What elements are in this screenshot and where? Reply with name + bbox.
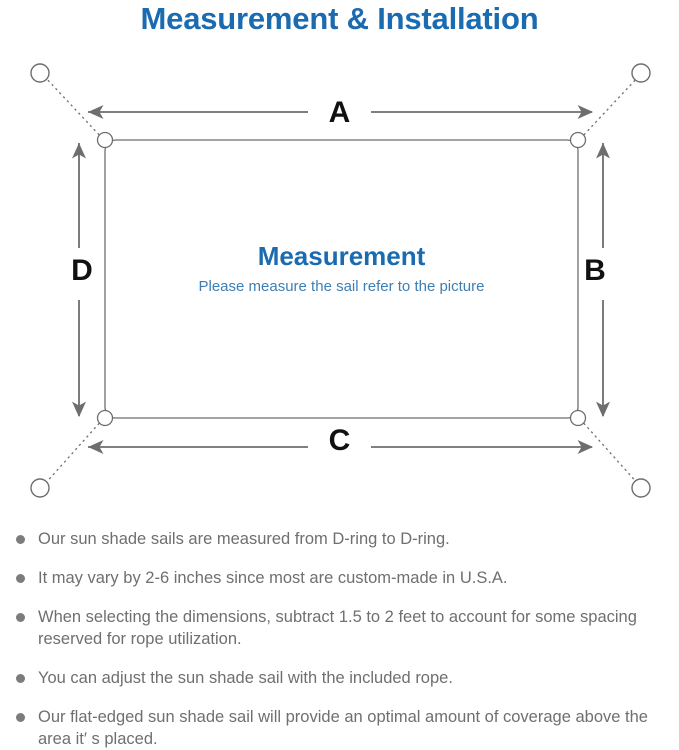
list-item: When selecting the dimensions, subtract … — [10, 606, 679, 650]
notes-list: Our sun shade sails are measured from D-… — [10, 528, 679, 750]
note-text: Our sun shade sails are measured from D-… — [38, 530, 450, 548]
note-text: When selecting the dimensions, subtract … — [38, 608, 637, 648]
anchor-bottom-left — [30, 478, 50, 498]
d-ring-bottom-left — [96, 409, 114, 427]
anchor-top-left — [30, 63, 50, 83]
bullet-icon — [16, 613, 25, 622]
anchor-bottom-right — [631, 478, 651, 498]
bullet-icon — [16, 713, 25, 722]
rope-bottom-right — [579, 418, 640, 486]
bullet-icon — [16, 535, 25, 544]
anchor-top-right — [631, 63, 651, 83]
d-ring-bottom-right — [569, 409, 587, 427]
rope-bottom-left — [43, 418, 104, 486]
dimension-label-d: D — [71, 254, 93, 287]
sail-body — [104, 139, 579, 419]
dimension-label-a: A — [328, 96, 351, 129]
note-text: You can adjust the sun shade sail with t… — [38, 669, 453, 687]
measurement-subtext: Please measure the sail refer to the pic… — [198, 278, 485, 295]
dimension-label-b: B — [584, 254, 606, 287]
page-title: Measurement & Installation — [140, 1, 539, 36]
list-item: Our flat-edged sun shade sail will provi… — [10, 706, 679, 750]
list-item: Our sun shade sails are measured from D-… — [10, 528, 679, 550]
sail-measurement-diagram: A B C D Measurement Please measure the s… — [0, 48, 679, 518]
diagram-center-text: Measurement Please measure the sail refe… — [105, 240, 578, 298]
note-text: Our flat-edged sun shade sail will provi… — [38, 708, 648, 748]
bullet-icon — [16, 574, 25, 583]
bullet-icon — [16, 674, 25, 683]
d-ring-top-left — [96, 131, 114, 149]
dimension-label-c: C — [328, 424, 351, 457]
note-text: It may vary by 2-6 inches since most are… — [38, 569, 508, 587]
measurement-heading: Measurement — [257, 241, 426, 271]
list-item: You can adjust the sun shade sail with t… — [10, 667, 679, 689]
list-item: It may vary by 2-6 inches since most are… — [10, 567, 679, 589]
d-ring-top-right — [569, 131, 587, 149]
